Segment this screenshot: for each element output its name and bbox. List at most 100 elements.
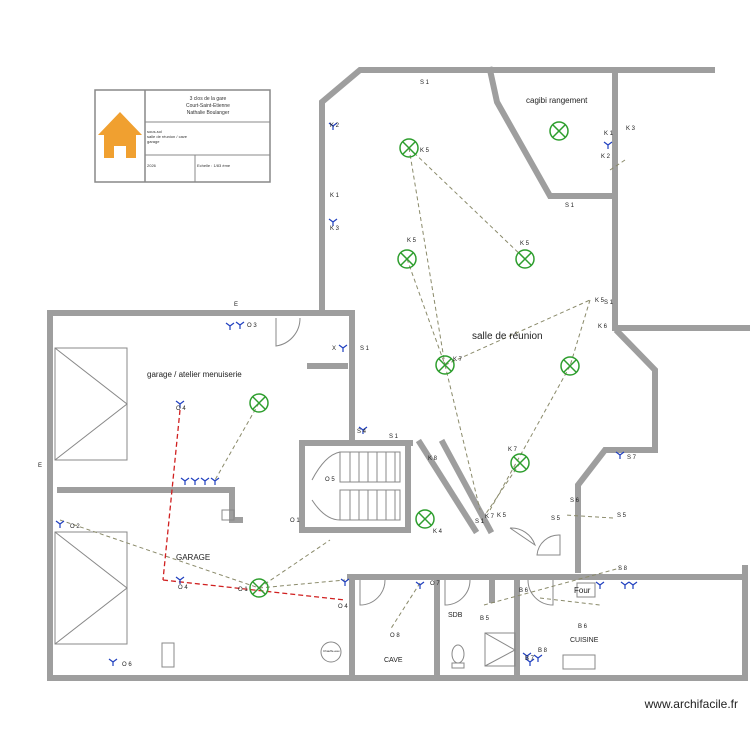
symbol-label: K 7 (508, 447, 518, 453)
title-block: 3 clos de la gare Court-Saint-Etienne Na… (94, 89, 271, 183)
circuit-wire (609, 159, 626, 171)
room-garage-atelier: garage / atelier menuiserie (147, 370, 242, 379)
circuit-wire-red (162, 409, 181, 581)
symbol-label: K 5 (497, 513, 507, 519)
symbol-label: K 3 (626, 126, 636, 132)
circuit-wire (258, 579, 346, 589)
circuit-wire (539, 597, 601, 606)
outlet-icon (595, 581, 605, 589)
circuit-wire (258, 539, 331, 589)
symbol-label: K 7 (485, 514, 495, 520)
circuits (59, 147, 626, 631)
symbol-label: O 5 (325, 477, 335, 483)
symbol-label: E (234, 302, 238, 308)
floor-2: salle de réunion / cave (147, 134, 188, 139)
walls (47, 66, 750, 681)
house-logo-icon (98, 112, 142, 158)
four-label: Four (574, 586, 591, 595)
symbol-label: B 8 (538, 648, 548, 654)
outlet-icon (175, 400, 185, 408)
circuit-wire (406, 258, 446, 366)
circuit-wire (444, 364, 481, 511)
symbol-label: O 1 (290, 518, 300, 524)
outlet-icon (620, 581, 630, 589)
symbol-label: K 4 (433, 529, 443, 535)
symbol-label: K 1 (330, 193, 340, 199)
symbol-label: K 8 (428, 456, 438, 462)
symbol-label: S 5 (617, 513, 627, 519)
symbol-label: X (332, 346, 336, 352)
room-sdb: SDB (448, 612, 463, 619)
garage-doors (54, 347, 128, 645)
outlet-icon (108, 658, 118, 666)
symbol-label: S 1 (360, 346, 370, 352)
circuit-wire (564, 514, 614, 519)
symbol-label: O 4 (338, 604, 348, 610)
symbol-label: B 5 (480, 616, 490, 622)
outlet-icon (628, 581, 638, 589)
symbol-label: S 4 (357, 429, 367, 435)
symbol-label: K 5 (520, 241, 530, 247)
year: 2026 (147, 163, 157, 168)
staircase (311, 451, 401, 521)
symbol-label: S 5 (551, 516, 561, 522)
outlet-icon (225, 322, 235, 330)
floor-1: sous-sol (147, 129, 162, 134)
circuit-wire (489, 365, 571, 511)
symbol-label: S 8 (618, 566, 628, 572)
ceiling-light-icon (549, 121, 569, 141)
outlet-icon (180, 477, 190, 485)
lamps (55, 121, 638, 666)
circuit-wire (444, 299, 591, 366)
outlet-icon (190, 477, 200, 485)
floor-3: garage (147, 139, 160, 144)
doors (161, 317, 596, 670)
room-cagibi: cagibi rangement (526, 96, 588, 105)
symbol-label: K 2 (601, 154, 611, 160)
symbol-label: S 1 (420, 80, 430, 86)
symbol-label: K 1 (604, 131, 614, 137)
chauffe-eau-label: Chauffe-eau (323, 649, 340, 653)
outlet-icon (603, 141, 613, 149)
circuit-wire (59, 519, 260, 589)
symbol-label: K 5 (420, 148, 430, 154)
outlet-icon (533, 654, 543, 662)
outlet-icon (615, 451, 625, 459)
symbol-label: S 7 (627, 455, 637, 461)
symbol-label: O 8 (390, 633, 400, 639)
symbol-label: O 1 (238, 587, 248, 593)
symbol-label: S 1 (604, 300, 614, 306)
outlet-icon (340, 578, 350, 586)
outlet-icon (415, 581, 425, 589)
circuit-wire-red (162, 579, 346, 601)
address-line2: Court-Saint-Etienne (186, 103, 230, 109)
address-line1: 3 clos de la gare (190, 96, 227, 102)
outlet-icon (328, 122, 338, 130)
circuit-wire (483, 567, 621, 606)
symbol-label: B 6 (578, 624, 588, 630)
room-cuisine: CUISINE (570, 637, 599, 644)
symbol-label: S 1 (389, 434, 399, 440)
outlet-icon (200, 477, 210, 485)
symbol-label: B 6 (519, 588, 529, 594)
symbol-label: O 4 (178, 585, 188, 591)
circuit-wire (484, 462, 521, 516)
symbol-label: K 6 (598, 324, 608, 330)
symbol-label: K 5 (595, 298, 605, 304)
ceiling-light-icon (399, 138, 419, 158)
symbol-label: E (38, 463, 42, 469)
ceiling-light-icon (249, 578, 269, 598)
client-name: Nathalie Boulanger (187, 110, 230, 116)
scale: Echelle : 1/83 ème (197, 163, 231, 168)
symbol-label: O 2 (70, 524, 80, 530)
symbol-label: K 5 (407, 238, 417, 244)
watermark: www.archifacile.fr (644, 697, 738, 711)
symbol-label: S 1 (565, 203, 575, 209)
circuit-wire (408, 147, 526, 260)
circuit-wire (569, 299, 591, 367)
symbol-label: O 3 (247, 323, 257, 329)
ceiling-light-icon (435, 355, 455, 375)
outlet-icon (175, 576, 185, 584)
